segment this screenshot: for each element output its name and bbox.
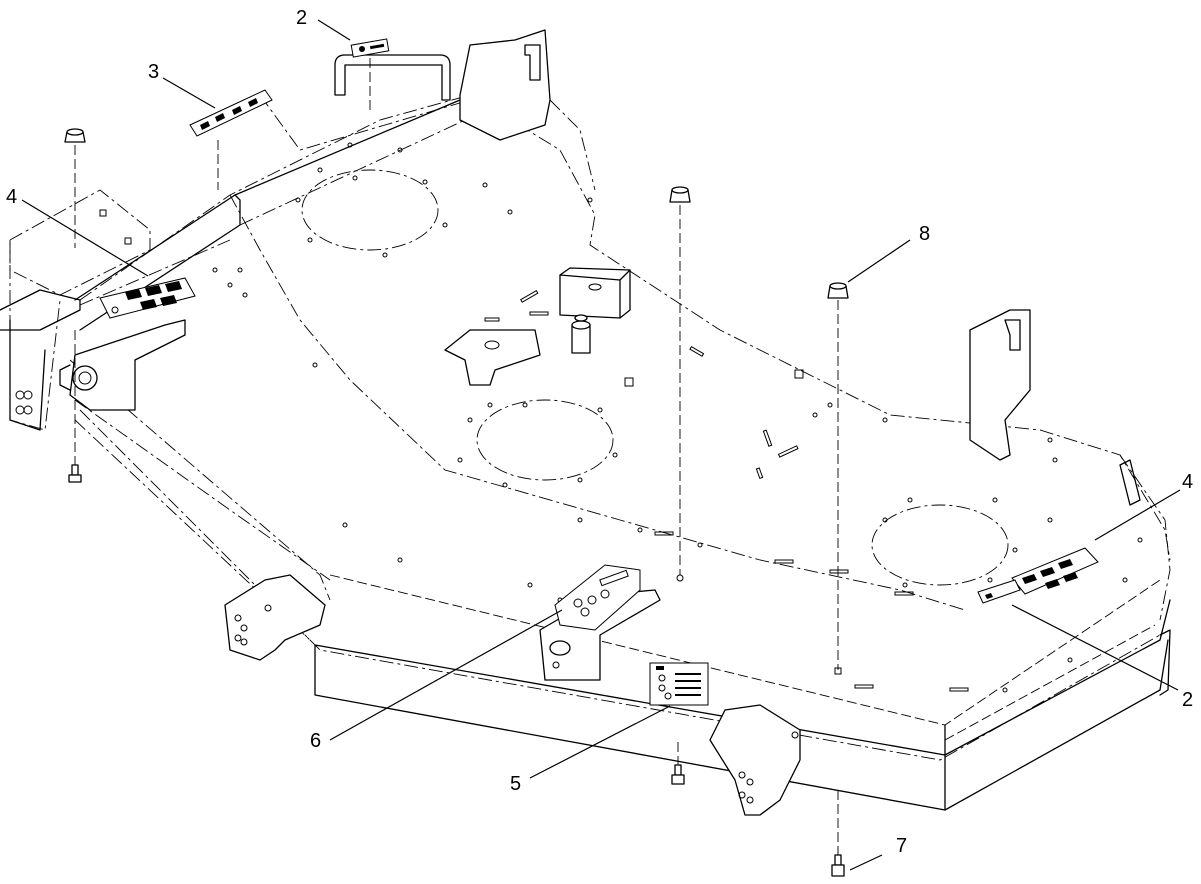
left-rear-bracket [0, 189, 151, 431]
nut-left [64, 128, 86, 248]
decal-6 [554, 564, 641, 631]
left-pivot-arm [59, 319, 186, 411]
callout-4-right: 4 [1182, 471, 1193, 493]
bolt-left [68, 330, 82, 483]
deck-slots [484, 289, 969, 692]
center-blocks [444, 267, 631, 386]
callout-3: 3 [148, 61, 159, 83]
right-hanger-bracket [969, 309, 1031, 461]
decal-4-right [1011, 547, 1099, 595]
nut-right [827, 282, 849, 675]
callout-8: 8 [919, 223, 930, 245]
decal-4-left [99, 277, 196, 319]
decal-2-right [977, 579, 1021, 604]
callout-2-right: 2 [1182, 689, 1193, 711]
nut-center [669, 186, 691, 582]
mounting-holes [212, 142, 1143, 693]
spindle-post [571, 314, 591, 354]
decal-5 [649, 662, 709, 706]
right-side-skirt [1119, 454, 1171, 696]
callout-7: 7 [896, 835, 907, 857]
callout-2-top: 2 [296, 7, 307, 29]
rear-handle [334, 54, 451, 101]
bolt-right [831, 790, 845, 877]
callout-4-left: 4 [6, 186, 17, 208]
front-left-bracket [224, 574, 326, 661]
callout-6: 6 [310, 730, 321, 752]
callout-5: 5 [510, 773, 521, 795]
callout-labels: 2 3 4 8 4 2 6 5 7 [6, 7, 1193, 857]
bolt-center [671, 742, 685, 785]
leader-lines [21, 19, 1181, 871]
front-right-bracket [709, 704, 801, 816]
decal-3 [189, 89, 273, 137]
decal-2-top [350, 38, 390, 58]
rear-hanger-bracket [459, 29, 596, 191]
spindle-holes [301, 169, 1009, 586]
